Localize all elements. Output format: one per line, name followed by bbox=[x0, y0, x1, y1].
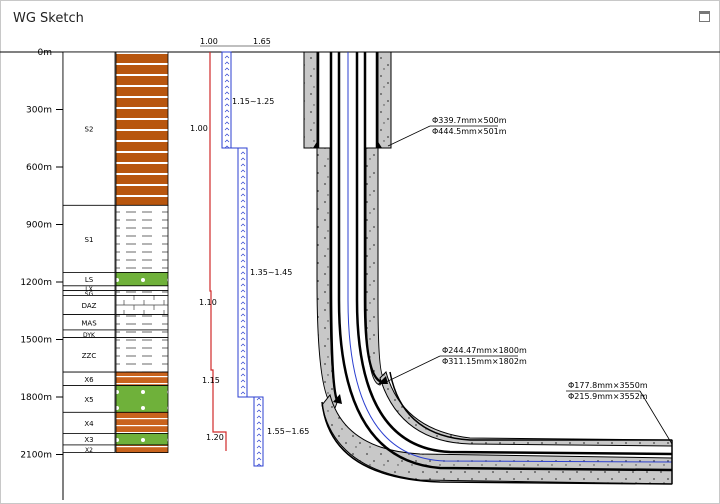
casing-1-size: Φ339.7mm×500m bbox=[432, 116, 507, 125]
stratum-lithology-cell bbox=[115, 385, 169, 413]
depth-label: 1500m bbox=[20, 336, 52, 346]
stratum-lithology-cell bbox=[115, 433, 169, 446]
depth-label: 2100m bbox=[20, 451, 52, 461]
pore-pressure-label-3: 1.15 bbox=[202, 376, 220, 385]
mud-density-block-2 bbox=[237, 147, 248, 398]
depth-label: 300m bbox=[26, 106, 52, 116]
window-title: WG Sketch bbox=[13, 11, 84, 26]
stratum-lithology-cell bbox=[115, 444, 169, 453]
stratum-label: X4 bbox=[84, 420, 94, 428]
pressure-scale-min: 1.00 bbox=[200, 37, 218, 46]
stratum-lithology-cell bbox=[115, 314, 169, 331]
stratum-label: LS bbox=[85, 276, 94, 284]
stratum-lithology-cell bbox=[115, 371, 169, 386]
stratum-label: X2 bbox=[85, 447, 93, 454]
pore-pressure-line bbox=[209, 52, 227, 451]
mud-density-label-1: 1.15~1.25 bbox=[232, 97, 274, 106]
intermediate-cement-outer bbox=[316, 147, 339, 409]
depth-label: 600m bbox=[26, 163, 52, 173]
stratum-lithology-cell bbox=[115, 204, 169, 273]
stratum-label: DYK bbox=[83, 332, 96, 339]
pressure-scale-max: 1.65 bbox=[253, 37, 271, 46]
depth-label: 1800m bbox=[20, 393, 52, 403]
well-trajectory bbox=[347, 52, 673, 463]
casing-2-size: Φ244.47mm×1800m bbox=[442, 346, 527, 355]
stratum-lithology-cell bbox=[115, 411, 169, 434]
casing-1-hole: Φ444.5mm×501m bbox=[432, 127, 507, 136]
surface-cement-left bbox=[303, 51, 318, 149]
stratum-name-cell bbox=[62, 337, 116, 373]
stratum-label: X6 bbox=[84, 376, 94, 384]
depth-label: 900m bbox=[26, 221, 52, 231]
stratum-lithology-cell bbox=[115, 295, 169, 315]
surface-cement-right bbox=[377, 51, 392, 149]
depth-label: 1200m bbox=[20, 278, 52, 288]
stratum-lithology-cell bbox=[115, 51, 169, 206]
stratum-name-cell bbox=[62, 385, 116, 413]
mud-density-block-1 bbox=[221, 51, 232, 149]
mud-density-label-2: 1.35~1.45 bbox=[250, 268, 292, 277]
stratum-label: DAZ bbox=[82, 302, 97, 310]
stratum-name-cell bbox=[62, 444, 116, 453]
stratum-label: MAS bbox=[81, 319, 97, 327]
pore-pressure-label-1: 1.00 bbox=[190, 124, 208, 133]
stratum-label: SG bbox=[85, 291, 94, 298]
stratum-lithology-cell bbox=[115, 290, 169, 296]
casing-3-size: Φ177.8mm×3550m bbox=[568, 381, 648, 390]
casing-3-hole: Φ215.9mm×3552m bbox=[568, 392, 648, 401]
mud-density-block-3 bbox=[253, 396, 264, 467]
pore-pressure-label-2: 1.10 bbox=[199, 298, 217, 307]
stratum-label: S2 bbox=[85, 126, 94, 134]
stratum-label: LX bbox=[85, 286, 92, 293]
stratum-lithology-cell bbox=[115, 337, 169, 373]
depth-label: 0m bbox=[38, 48, 53, 58]
stratum-lithology-cell bbox=[115, 285, 169, 292]
wellbore-schematic: Φ339.7mm×500m Φ444.5mm×501m Φ244.47mm×18… bbox=[303, 51, 673, 485]
stratum-lithology-cell bbox=[115, 272, 169, 287]
maximize-icon[interactable] bbox=[699, 11, 710, 22]
mud-density-label-3: 1.55~1.65 bbox=[267, 427, 309, 436]
pressure-window: 1.00 1.65 1.00 1.10 1.15 1.20 1.15~1.25 … bbox=[190, 37, 309, 467]
stratum-lithology-cell bbox=[115, 329, 169, 338]
stratum-label: ZZC bbox=[82, 352, 97, 360]
pore-pressure-label-4: 1.20 bbox=[206, 433, 224, 442]
stratum-label: X3 bbox=[84, 436, 93, 444]
casing-2-hole: Φ311.15mm×1802m bbox=[442, 357, 527, 366]
stratum-label: S1 bbox=[85, 236, 94, 244]
stratum-label: X5 bbox=[84, 396, 93, 404]
